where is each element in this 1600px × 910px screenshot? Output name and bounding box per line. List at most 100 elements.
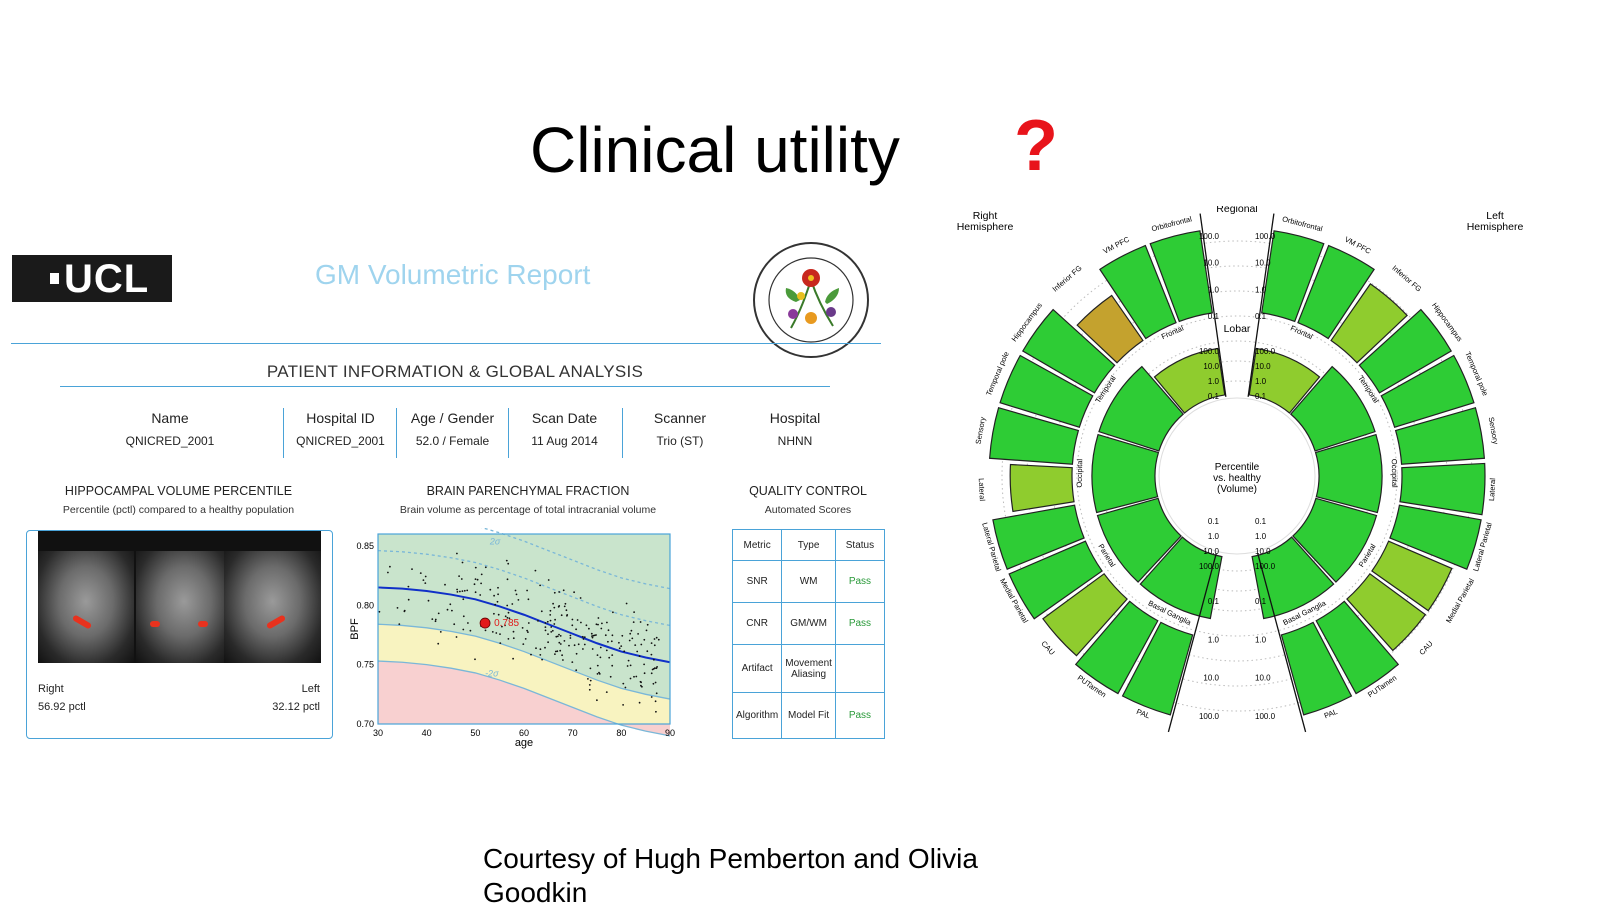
wheel-regional-label: Regional (1216, 206, 1257, 215)
status-badge (834, 644, 885, 693)
chart-scatter-point (437, 642, 440, 645)
chart-scatter-point (493, 612, 495, 615)
wheel-guide-ring (1076, 315, 1398, 637)
chart-scatter-point (579, 597, 582, 599)
chart-scatter-point (588, 627, 590, 630)
table-row: CNR GM/WM Pass (731, 602, 885, 645)
right-hemisphere-label: Right (973, 210, 998, 222)
qc-col-metric: Metric (731, 529, 783, 561)
chart-scatter-point (459, 590, 461, 593)
chart-scatter-point (596, 654, 599, 656)
hospital-id-value: QNICRED_2001 (296, 434, 385, 448)
chart-scatter-point (571, 661, 574, 663)
chart-scatter-point (451, 609, 453, 612)
lobar-left-segment (1289, 365, 1376, 452)
mri-slice-3 (224, 551, 321, 663)
chart-scatter-point (462, 598, 465, 601)
chart-scatter-point (608, 656, 611, 659)
chart-scatter-point (497, 593, 499, 596)
chart-scatter-point (632, 621, 635, 623)
chart-scatter-point (643, 663, 645, 666)
chart-scatter-point (596, 699, 598, 702)
chart-scatter-point (474, 658, 476, 661)
chart-scatter-point (517, 599, 520, 601)
report-title: GM Volumetric Report (315, 259, 591, 290)
regional-left-segment (1260, 230, 1325, 323)
chart-scatter-point (537, 620, 539, 622)
column-separator (283, 408, 284, 458)
chart-scatter-point (456, 552, 458, 555)
chart-scatter-point (560, 614, 563, 617)
chart-scatter-point (407, 585, 410, 588)
chart-scatter-point (552, 602, 554, 605)
chart-scatter-point (597, 617, 600, 619)
qc-table: Metric Type Status SNR WM Pass CNR GM/WM… (731, 529, 885, 739)
wheel-scale-label: 10.0 (1203, 259, 1219, 268)
regional-right-segment (1042, 572, 1128, 657)
table-row: SNR WM Pass (731, 560, 885, 603)
lobar-right-label: Occipital (1075, 458, 1085, 487)
question-mark: ? (1014, 106, 1058, 186)
chart-scatter-point (389, 565, 391, 568)
scanner-value: Trio (ST) (656, 434, 704, 448)
chart-scatter-point (511, 603, 514, 605)
chart-scatter-point (504, 615, 507, 618)
chart-scatter-point (491, 631, 494, 633)
chart-scatter-point (527, 622, 530, 624)
chart-scatter-point (577, 643, 580, 646)
chart-scatter-point (646, 623, 649, 626)
chart-scatter-point (554, 650, 557, 653)
chart-scatter-point (461, 590, 464, 592)
regional-left-segment (1371, 540, 1453, 612)
chart-scatter-point (573, 591, 575, 594)
regional-left-segment (1346, 572, 1427, 652)
chart-scatter-point (645, 629, 648, 632)
regional-right-segment (988, 406, 1080, 465)
chart-scatter-point (609, 675, 612, 678)
ucl-logo-text: UCL (64, 257, 150, 301)
chart-scatter-point (496, 600, 499, 603)
chart-scatter-point (547, 579, 550, 581)
chart-scatter-point (622, 704, 624, 706)
wheel-scale-label: 100.0 (1199, 562, 1220, 571)
name-label: Name (151, 410, 189, 426)
wheel-scale-label: 1.0 (1208, 635, 1220, 644)
chart-scatter-point (654, 681, 657, 684)
chart-scatter-point (387, 571, 389, 574)
wheel-scale-label: 1.0 (1255, 635, 1267, 644)
chart-scatter-point (633, 611, 635, 613)
chart-scatter-point (599, 656, 602, 659)
chart-scatter-point (639, 621, 642, 623)
chart-scatter-point (625, 602, 628, 605)
header-divider (11, 343, 881, 344)
chart-scatter-point (654, 700, 657, 703)
chart-scatter-point (505, 559, 508, 562)
chart-scatter-point (497, 613, 500, 616)
chart-scatter-point (629, 664, 632, 667)
regional-right-label: Inferior FG (1051, 263, 1084, 293)
wheel-scale-label: 0.1 (1208, 517, 1220, 526)
wheel-scale-label: 0.1 (1255, 517, 1267, 526)
regional-left-label: CAU (1417, 639, 1434, 657)
status-badge: Pass (834, 560, 885, 603)
chart-scatter-point (515, 593, 518, 596)
chart-scatter-point (571, 624, 574, 627)
chart-scatter-point (506, 578, 509, 581)
chart-scatter-point (460, 578, 463, 580)
chart-scatter-point (562, 659, 564, 661)
regional-left-label: Orbitofrontal (1281, 214, 1324, 233)
chart-scatter-point (463, 589, 466, 592)
chart-scatter-point (575, 628, 577, 631)
chart-scatter-point (621, 634, 624, 637)
chart-y-axis-label: BPF (349, 618, 361, 640)
regional-right-segment (1099, 244, 1177, 340)
chart-scatter-point (561, 654, 563, 657)
lobar-left-segment (1248, 347, 1321, 414)
right-label: Right (38, 683, 64, 695)
chart-scatter-point (522, 643, 525, 645)
chart-scatter-point (480, 573, 483, 576)
chart-scatter-point (549, 614, 552, 616)
chart-scatter-point (655, 692, 658, 695)
age-gender-label: Age / Gender (410, 410, 495, 426)
ucl-logo: UCL (12, 255, 172, 302)
